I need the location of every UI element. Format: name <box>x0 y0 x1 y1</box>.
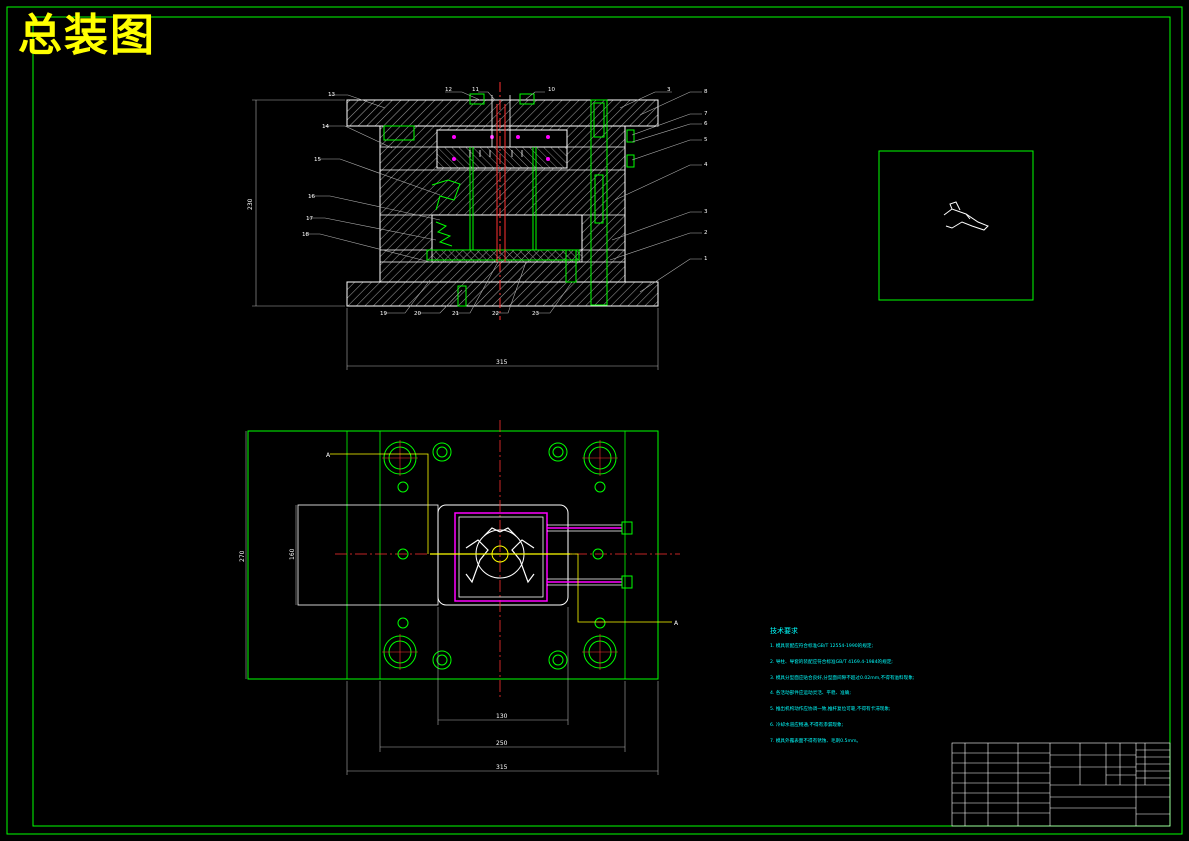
title-block <box>951 742 1171 827</box>
note-item: 1. 模具装配应符合标准GB/T 12554-1990的规定; <box>770 644 874 649</box>
part-number: 10 <box>548 87 555 93</box>
note-item: 7. 模具外露表面不得有锈蚀、毛刺0.5mm。 <box>770 738 862 744</box>
dim-height: 230 <box>247 198 254 210</box>
dim-inner-height: 160 <box>289 548 296 560</box>
part-number: 1 <box>704 256 708 262</box>
part-number: 8 <box>704 89 708 95</box>
part-number: 4 <box>704 162 708 168</box>
part-number: 2 <box>704 230 708 236</box>
part-number: 5 <box>704 137 708 143</box>
outer-border <box>6 6 1183 835</box>
dim-width: 315 <box>496 359 508 366</box>
part-number: 19 <box>380 311 387 317</box>
dim-width-inner: 130 <box>496 713 508 720</box>
part-number: 22 <box>492 311 499 317</box>
note-item: 2. 导柱、导套的装配应符合标准GB/T 4169.4-1984的规定; <box>770 659 893 665</box>
note-item: 6. 冷却水道应畅通,不得有渗漏现象; <box>770 722 844 728</box>
part-number: 11 <box>472 87 479 93</box>
technical-notes: 技术要求 1. 模具装配应符合标准GB/T 12554-1990的规定; 2. … <box>770 628 914 756</box>
part-number: 13 <box>328 92 335 98</box>
note-item: 3. 模具分型面应贴合良好,分型面间隙不超过0.02mm,不得有溢料现象; <box>770 675 915 681</box>
dim-width-total: 315 <box>496 764 508 771</box>
dim-height: 270 <box>239 550 246 562</box>
part-number: 23 <box>532 311 539 317</box>
part-number: 7 <box>704 111 708 117</box>
notes-heading: 技术要求 <box>770 627 798 635</box>
note-item: 5. 推出机构动作应协调一致,推杆复位可靠,不得有卡滞现象; <box>770 707 891 713</box>
part-number: 16 <box>308 194 315 200</box>
part-number: 18 <box>302 232 309 238</box>
section-view: 13 12 11 10 3 8 7 6 5 4 3 2 1 14 15 16 1… <box>247 82 708 370</box>
dim-width-mid: 250 <box>496 740 508 747</box>
part-preview <box>878 150 1034 301</box>
plan-view: A A 270 160 130 250 315 <box>239 420 680 775</box>
part-number: 14 <box>322 124 329 130</box>
part-number: 12 <box>445 87 452 93</box>
part-number: 3 <box>704 209 708 215</box>
part-number: 6 <box>704 121 708 127</box>
part-number: 17 <box>306 216 313 222</box>
part-number: 20 <box>414 311 421 317</box>
section-mark: A <box>674 620 679 627</box>
note-item: 4. 各活动部件应运动灵活、平稳、准确; <box>770 691 851 697</box>
inner-border <box>32 16 1171 827</box>
section-mark: A <box>326 452 331 459</box>
part-number: 15 <box>314 157 321 163</box>
drawing-title: 总装图 <box>18 10 156 61</box>
part-number: 21 <box>452 311 459 317</box>
part-number: 3 <box>667 87 671 93</box>
